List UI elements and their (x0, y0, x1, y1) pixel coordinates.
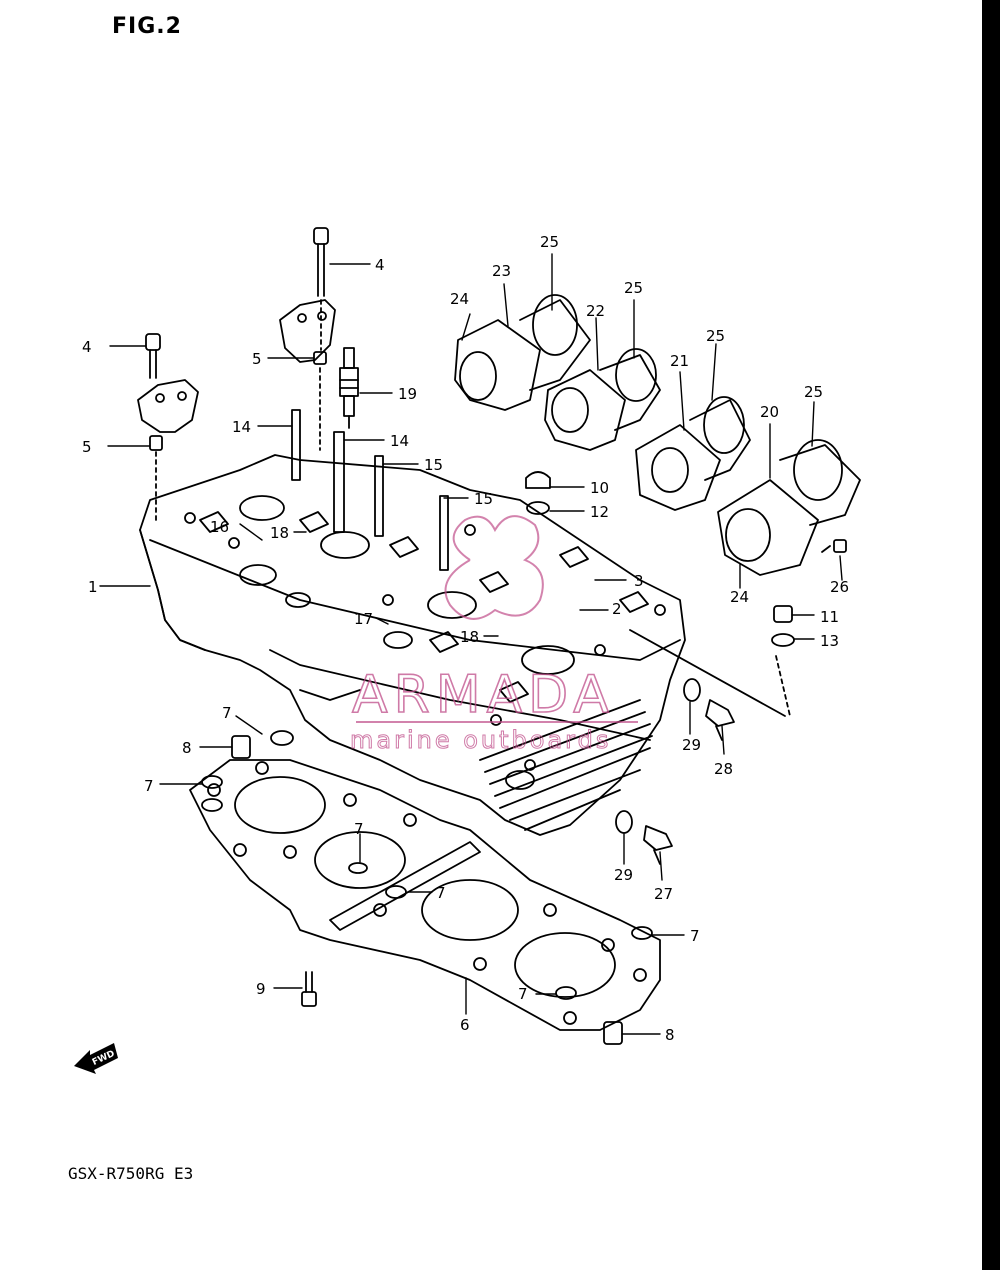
cam-caps (137, 299, 336, 433)
watermark-name: ARMADA (352, 665, 615, 725)
callout-18-center: 18 (460, 628, 479, 646)
callout-12: 12 (590, 503, 609, 521)
scan-edge (982, 0, 1000, 1270)
callout-27: 27 (654, 885, 673, 903)
intake-pipes (454, 294, 861, 576)
cylinder-head (139, 454, 686, 836)
callout-7-f: 7 (518, 985, 528, 1003)
o-rings (201, 730, 653, 1000)
figure-title: FIG.2 (112, 14, 182, 39)
callout-25-c: 25 (706, 327, 725, 345)
callout-7-c: 7 (354, 820, 364, 838)
callout-5-left: 5 (82, 438, 92, 456)
callout-13: 13 (820, 632, 839, 650)
callout-22: 22 (586, 302, 605, 320)
callout-4-left: 4 (82, 338, 92, 356)
cam-cap-bolts (145, 227, 329, 379)
head-gasket (189, 759, 661, 1031)
callout-14-left: 14 (232, 418, 251, 436)
callout-8-left: 8 (182, 739, 192, 757)
callout-7-b: 7 (144, 777, 154, 795)
callout-18-left: 18 (270, 524, 289, 542)
gasket-bolt (301, 971, 317, 1007)
callout-28: 28 (714, 760, 733, 778)
callout-7-d: 7 (436, 884, 446, 902)
callout-19: 19 (398, 385, 417, 403)
callout-23: 23 (492, 262, 511, 280)
callout-29-lower: 29 (614, 866, 633, 884)
callout-24-top: 24 (450, 290, 469, 308)
callout-6: 6 (460, 1016, 470, 1034)
callout-16: 16 (210, 518, 229, 536)
callout-3: 3 (634, 572, 644, 590)
callout-1: 1 (88, 578, 98, 596)
callout-29-upper: 29 (682, 736, 701, 754)
callout-24-bottom: 24 (730, 588, 749, 606)
callout-7-e: 7 (690, 927, 700, 945)
fwd-arrow-icon: FWD (74, 1043, 118, 1074)
callout-14-right: 14 (390, 432, 409, 450)
callout-15-top: 15 (424, 456, 443, 474)
callout-5-top: 5 (252, 350, 262, 368)
leader-lines (99, 253, 843, 1035)
callout-8-right: 8 (665, 1026, 675, 1044)
callout-25-a: 25 (540, 233, 559, 251)
callout-21: 21 (670, 352, 689, 370)
stud-bolts (291, 409, 449, 571)
callout-2: 2 (612, 600, 622, 618)
spark-plug (339, 347, 359, 429)
callout-17: 17 (354, 610, 373, 628)
model-code: GSX-R750RG E3 (68, 1164, 194, 1183)
callout-7-a: 7 (222, 704, 232, 722)
callout-11: 11 (820, 608, 839, 626)
callout-15-lower: 15 (474, 490, 493, 508)
watermark-tagline: marine outboards (350, 726, 611, 754)
callout-20: 20 (760, 403, 779, 421)
watermark: ARMADA marine outboards (350, 515, 638, 755)
drain-plugs (615, 678, 735, 865)
callout-25-b: 25 (624, 279, 643, 297)
cap-nuts-and-washers (525, 471, 795, 717)
callout-26: 26 (830, 578, 849, 596)
callout-labels: 1 2 3 4 4 5 5 6 7 7 7 7 7 7 8 8 9 10 11 … (82, 233, 849, 1044)
callout-4-top: 4 (375, 256, 385, 274)
callout-9: 9 (256, 980, 266, 998)
callout-25-d: 25 (804, 383, 823, 401)
callout-10: 10 (590, 479, 609, 497)
